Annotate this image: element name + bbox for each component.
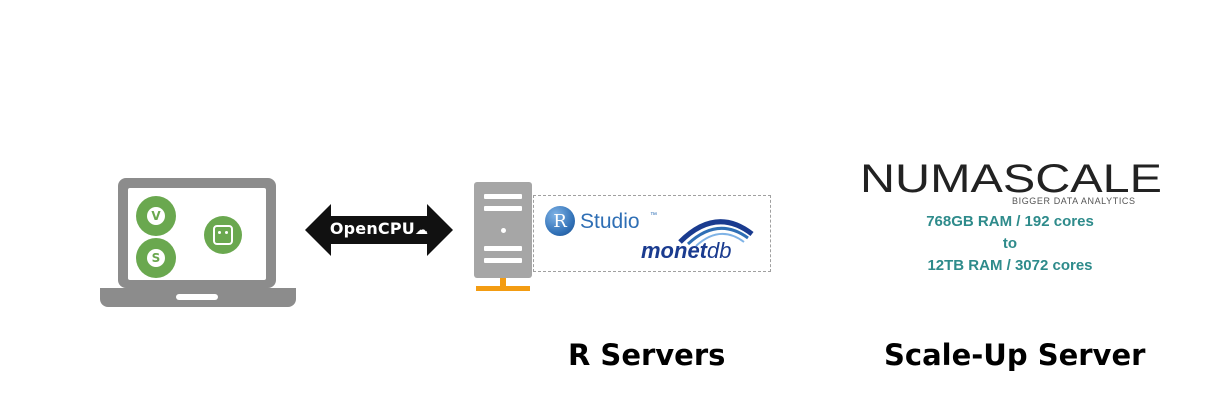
network-connector xyxy=(500,278,506,286)
rstudio-logo-icon: R xyxy=(545,206,575,236)
server-software-box xyxy=(533,195,771,272)
double-arrow-icon xyxy=(305,204,453,256)
spec-max: 12TB RAM / 3072 cores xyxy=(927,257,1093,274)
monetdb-suffix: db xyxy=(707,238,732,263)
rstudio-trademark: ™ xyxy=(650,212,657,219)
qlikview-icon: V xyxy=(136,196,176,236)
server-slot xyxy=(484,258,522,263)
cloud-icon: ☁ xyxy=(414,223,429,238)
server-slot xyxy=(484,246,522,251)
numascale-tagline: BIGGER DATA ANALYTICS xyxy=(1012,196,1136,206)
r-servers-caption: R Servers xyxy=(568,338,726,372)
laptop-notch xyxy=(176,294,218,300)
numascale-brand: NUMASCALE xyxy=(860,160,1162,196)
spec-min: 768GB RAM / 192 cores xyxy=(926,213,1094,230)
monetdb-swoosh-icon xyxy=(678,219,754,247)
opencpu-label: OpenCPU☁ xyxy=(305,219,453,238)
scale-up-caption: Scale-Up Server xyxy=(884,338,1146,372)
server-led xyxy=(501,228,506,233)
numascale-logo: NUMASCALE xyxy=(860,160,1162,196)
app-square-icon xyxy=(204,216,242,254)
server-slot xyxy=(484,206,522,211)
qliksense-letter: S xyxy=(147,249,165,267)
spec-to: to xyxy=(1002,235,1018,252)
qliksense-icon: S xyxy=(136,238,176,278)
server-slot xyxy=(484,194,522,199)
monetdb-main: monet xyxy=(641,238,707,263)
qlikview-letter: V xyxy=(147,207,165,225)
opencpu-text: OpenCPU xyxy=(329,219,415,238)
rstudio-label: Studio xyxy=(580,210,640,233)
network-rail xyxy=(476,286,530,291)
monetdb-label: monetdb xyxy=(641,238,731,264)
